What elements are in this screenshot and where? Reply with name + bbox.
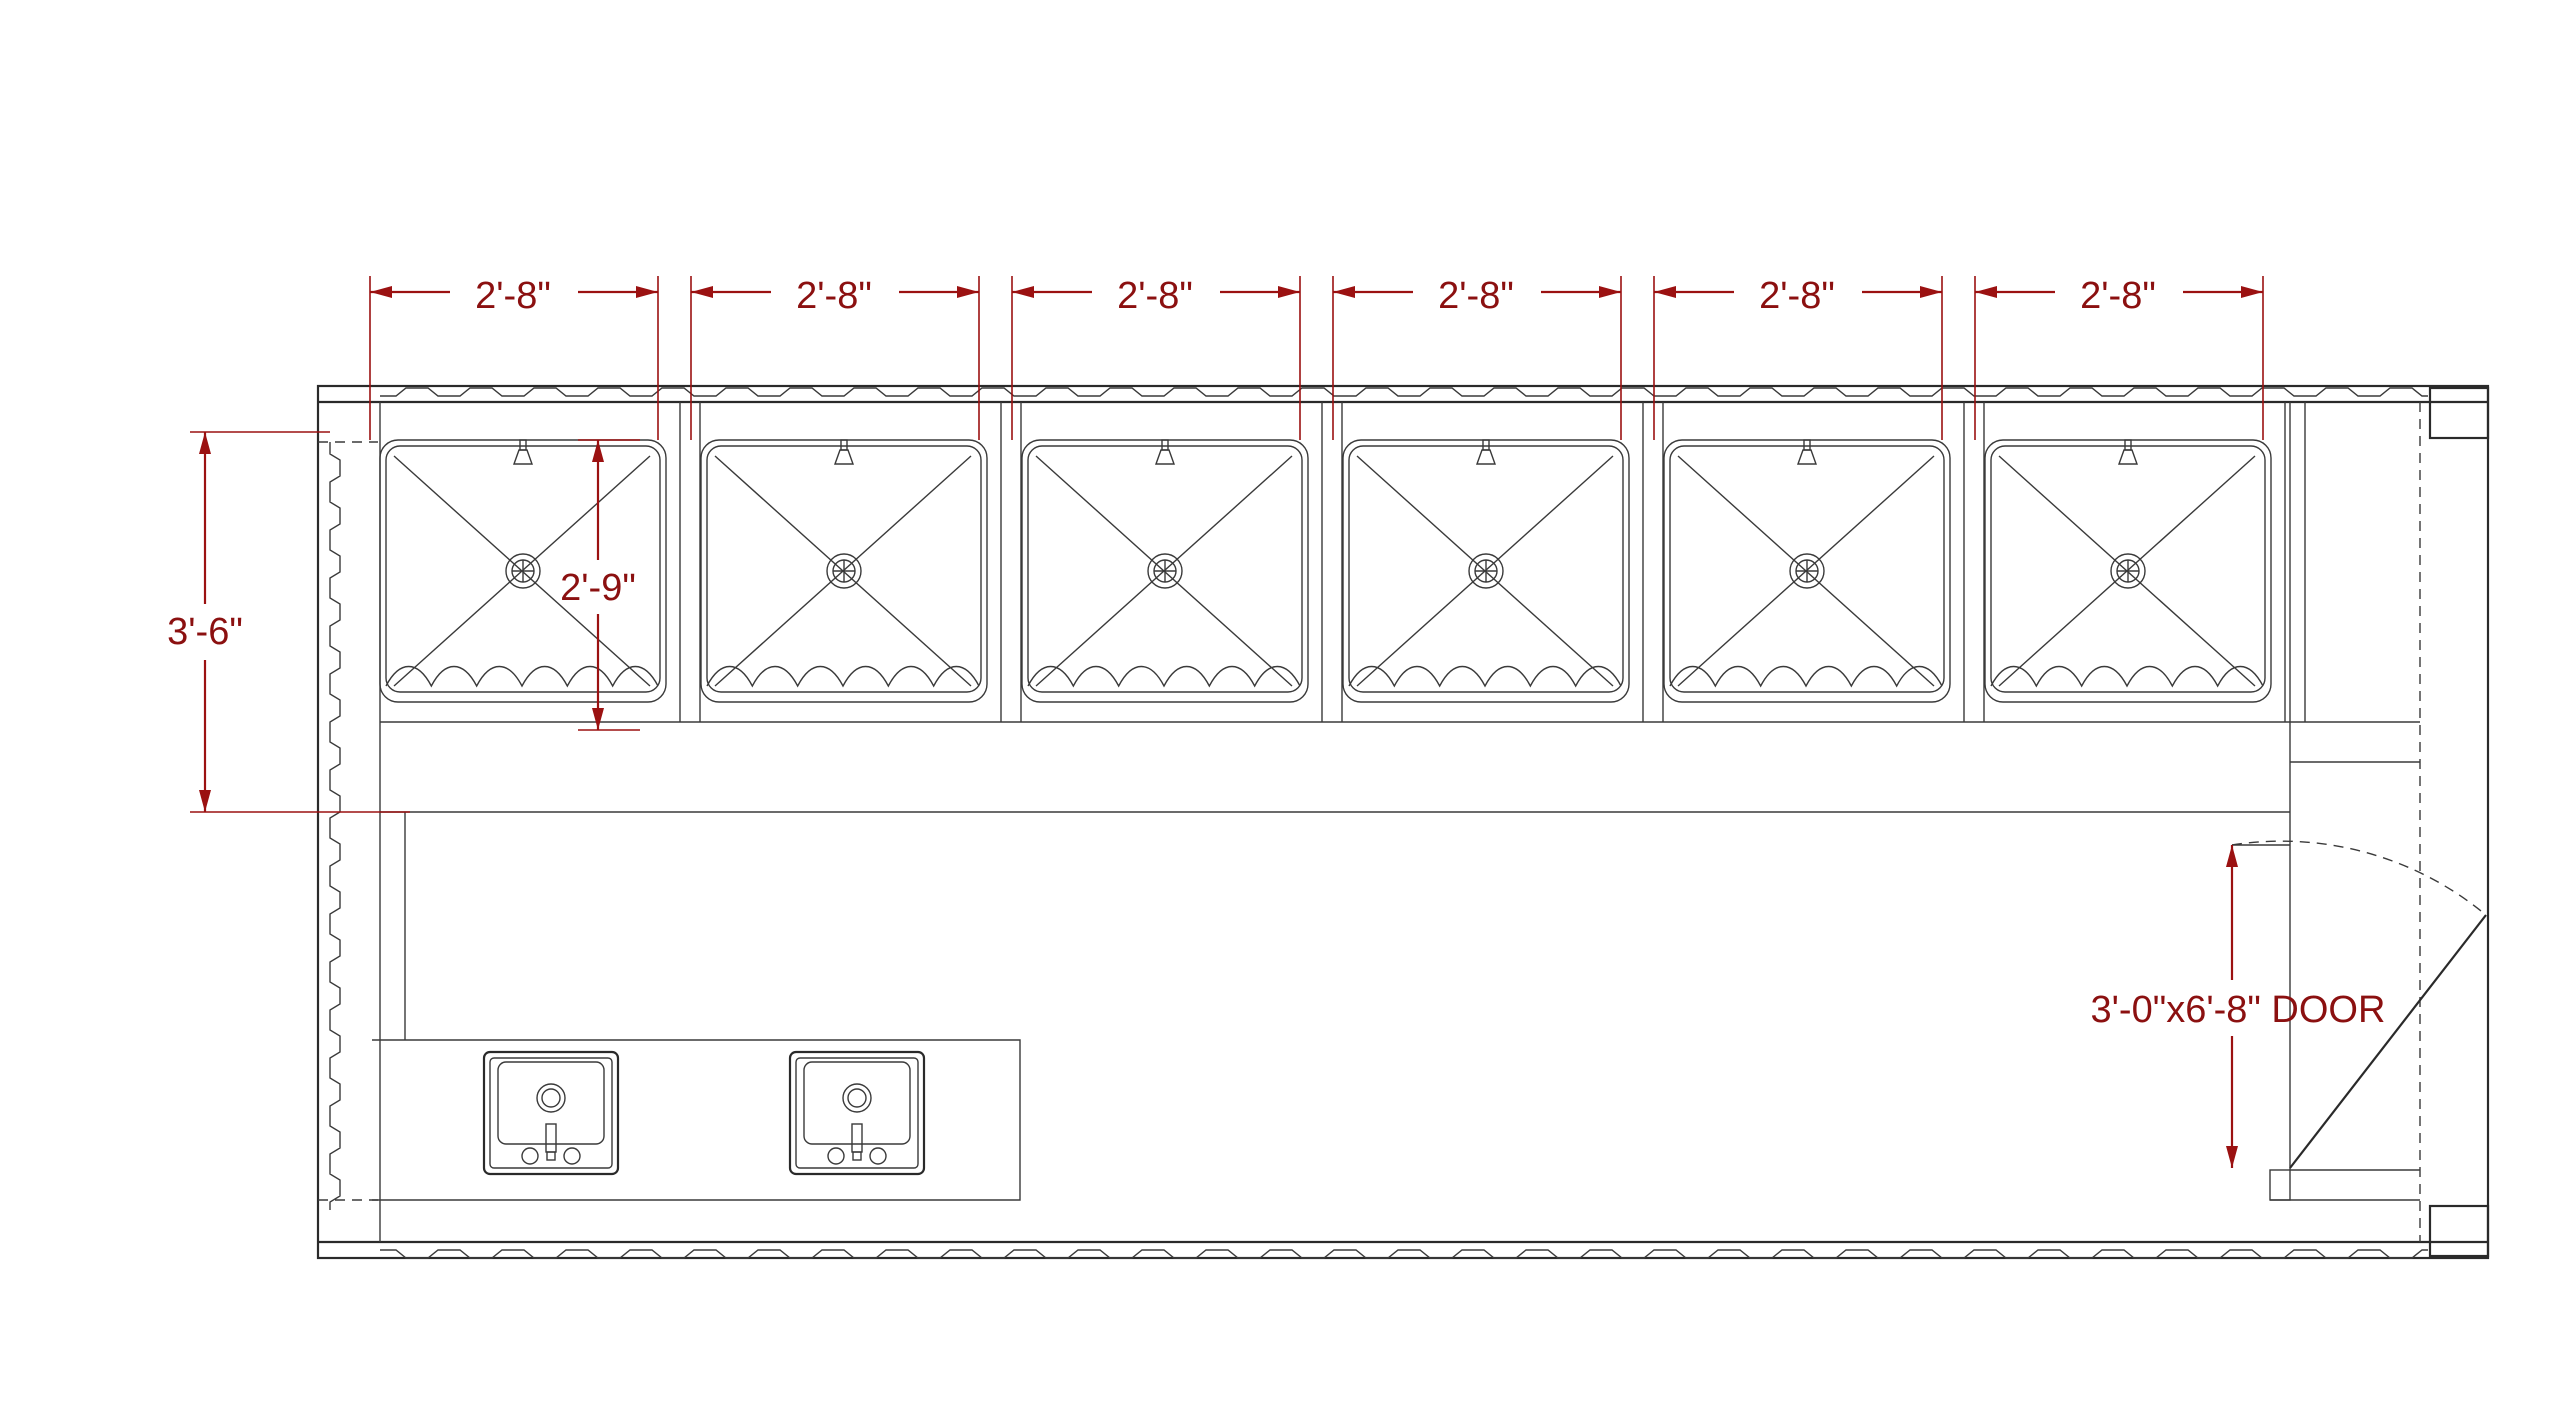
shower-bank [379, 402, 2420, 1170]
corrugated-wall-left [329, 442, 341, 1210]
container-shell [316, 384, 2490, 1260]
shower-stall-6 [1984, 402, 2306, 722]
shower-width-label-6: 2'-8" [2080, 275, 2156, 317]
shower-width-label-5: 2'-8" [1759, 275, 1835, 317]
door-size-label: 3'-0"x6'-8" DOOR [2091, 989, 2386, 1031]
shower-width-labels: 2'-8" 2'-8" 2'-8" 2'-8" 2'-8" 2'-8" [475, 275, 2156, 317]
sink-1 [482, 1050, 620, 1176]
stall-depth-label: 3'-6" [167, 611, 243, 653]
dimension-annotations [190, 276, 2264, 1168]
corrugated-wall-top [380, 387, 2428, 397]
shower-stall-2 [700, 402, 1022, 722]
sink-2 [788, 1050, 926, 1176]
shower-width-label-4: 2'-8" [1438, 275, 1514, 317]
shower-stall-3 [1021, 402, 1343, 722]
shower-stall-5 [1663, 402, 1985, 722]
entry-door [2231, 840, 2487, 1201]
shower-depth-label: 2'-9" [560, 567, 636, 609]
shower-stall-1 [379, 402, 701, 722]
shower-width-label-3: 2'-8" [1117, 275, 1193, 317]
shower-stall-4 [1342, 402, 1664, 722]
shower-width-label-1: 2'-8" [475, 275, 551, 317]
vanity-counter [372, 1039, 1021, 1201]
shower-width-label-2: 2'-8" [796, 275, 872, 317]
corrugated-wall-bottom [380, 1249, 2428, 1259]
